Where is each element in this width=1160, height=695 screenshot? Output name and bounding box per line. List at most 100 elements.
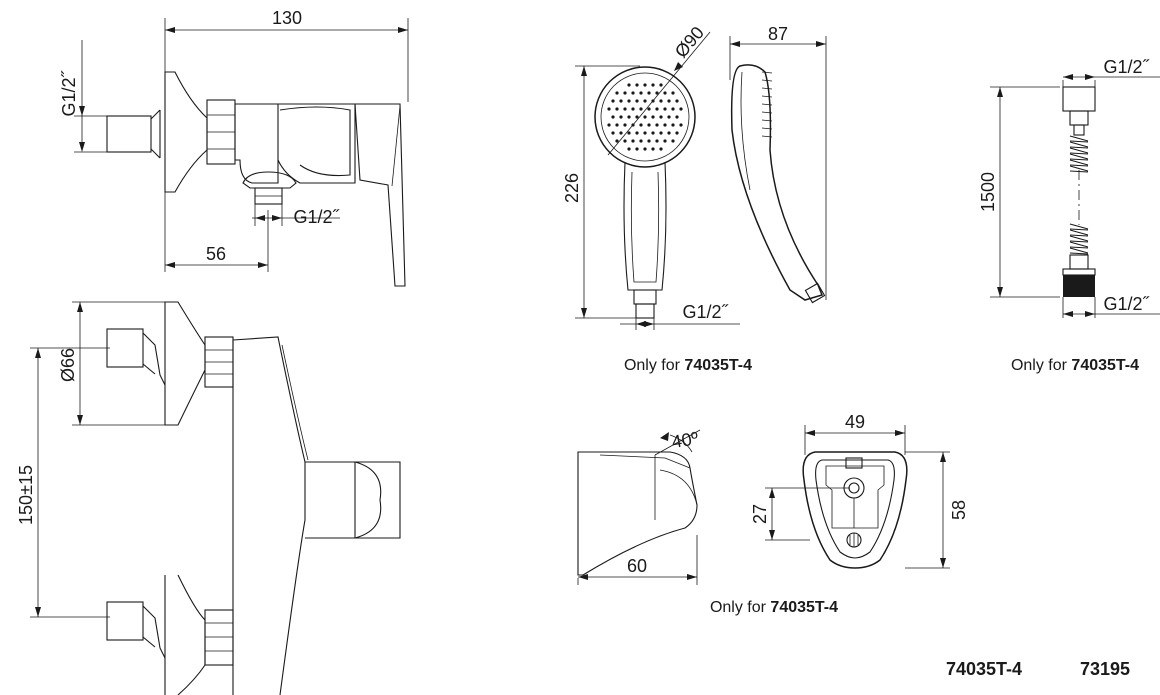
- nozzle-dot: [671, 91, 675, 95]
- wall-bracket-front: 49 58 27: [750, 412, 969, 569]
- model-number-1: 74035T-4: [946, 659, 1022, 679]
- hose-coil: [1069, 159, 1089, 167]
- dim-mixer-inlet-thread: G1/2˝: [59, 70, 79, 116]
- nozzle-dot: [635, 99, 639, 103]
- nozzle-dot: [631, 107, 635, 111]
- side-nozzle-mark: [761, 119, 773, 122]
- dim-flange-diameter: Ø66: [58, 348, 78, 382]
- dim-bracket-hole-offset: 27: [750, 504, 770, 524]
- nozzle-dot: [611, 115, 615, 119]
- nozzle-dot: [631, 139, 635, 143]
- nozzle-dot: [623, 91, 627, 95]
- dim-hose-length: 1500: [978, 172, 998, 212]
- nozzle-dot: [667, 99, 671, 103]
- nozzle-dot: [611, 131, 615, 135]
- nozzle-dot: [643, 99, 647, 103]
- nozzle-dot: [627, 115, 631, 119]
- side-nozzle-mark: [761, 103, 773, 106]
- dim-mixer-outlet-thread: G1/2˝: [293, 207, 339, 227]
- mixer-side-view: 130 G1/2˝: [59, 8, 409, 287]
- nozzle-dot: [651, 131, 655, 135]
- dim-shower-side-width: 87: [768, 24, 788, 44]
- nozzle-dot: [615, 91, 619, 95]
- hand-shower-front: 226 Ø90 G1/2˝: [562, 23, 740, 330]
- mixer-front-view: Ø66 150±15: [16, 301, 401, 695]
- dim-shower-height: 226: [562, 173, 582, 203]
- side-nozzle-mark: [761, 135, 773, 138]
- dim-mixer-width: 130: [272, 8, 302, 28]
- nozzle-dot: [679, 107, 683, 111]
- nozzle-dot: [655, 107, 659, 111]
- nozzle-dot: [623, 123, 627, 127]
- nozzle-dot: [639, 123, 643, 127]
- nozzle-dot: [643, 131, 647, 135]
- wall-holder-side: 40º 60: [577, 428, 700, 585]
- hose-coils-top: [1069, 135, 1089, 173]
- nozzle-dot: [615, 139, 619, 143]
- nozzle-dot: [611, 99, 615, 103]
- hose: 1500 G1/2˝ G1/2˝: [978, 57, 1160, 318]
- dim-bracket-width: 49: [845, 412, 865, 432]
- dim-hose-thread-bottom: G1/2˝: [1103, 294, 1149, 314]
- nozzle-dot: [619, 99, 623, 103]
- nozzle-dot: [623, 107, 627, 111]
- nozzle-dot: [631, 91, 635, 95]
- nozzle-dot: [643, 83, 647, 87]
- hose-coil: [1069, 223, 1089, 231]
- caption-hose: Only for 74035T-4: [1011, 357, 1139, 374]
- nozzle-dot: [635, 131, 639, 135]
- nozzle-dot: [663, 91, 667, 95]
- nozzle-dot: [679, 123, 683, 127]
- nozzle-dot: [675, 115, 679, 119]
- nozzle-dot: [639, 139, 643, 143]
- hose-coil: [1069, 241, 1089, 249]
- shower-nozzles: [607, 83, 683, 151]
- nozzle-dot: [663, 123, 667, 127]
- nozzle-dot: [635, 147, 639, 151]
- nozzle-dot: [639, 107, 643, 111]
- hose-coil: [1069, 153, 1089, 161]
- hose-coil: [1069, 135, 1089, 143]
- nozzle-dot: [675, 131, 679, 135]
- nozzle-dot: [667, 131, 671, 135]
- nozzle-dot: [655, 91, 659, 95]
- nozzle-dot: [655, 139, 659, 143]
- dim-inlet-spacing: 150±15: [16, 465, 36, 525]
- side-nozzle-mark: [761, 79, 773, 82]
- dim-hose-thread-top: G1/2˝: [1103, 57, 1149, 77]
- nozzle-dot: [647, 107, 651, 111]
- nozzle-dot: [607, 107, 611, 111]
- dim-shower-thread: G1/2˝: [682, 302, 728, 322]
- nozzle-dot: [671, 139, 675, 143]
- dim-shower-head-diameter: Ø90: [671, 23, 708, 62]
- nozzle-dot: [667, 115, 671, 119]
- nozzle-dot: [635, 83, 639, 87]
- nozzle-dot: [671, 107, 675, 111]
- nozzle-dot: [663, 107, 667, 111]
- nozzle-dot: [627, 147, 631, 151]
- nozzle-dot: [623, 139, 627, 143]
- side-nozzles: [761, 71, 773, 138]
- nozzle-dot: [635, 115, 639, 119]
- nozzle-dot: [659, 131, 663, 135]
- dim-holder-depth: 60: [627, 556, 647, 576]
- hose-coil: [1069, 229, 1089, 237]
- dim-holder-angle: 40º: [670, 428, 700, 452]
- hand-shower-side: 87: [729, 24, 827, 304]
- nozzle-dot: [671, 123, 675, 127]
- nozzle-dot: [651, 115, 655, 119]
- nozzle-dot: [647, 91, 651, 95]
- hose-coils-bottom: [1069, 223, 1089, 255]
- nozzle-dot: [647, 139, 651, 143]
- nozzle-dot: [655, 123, 659, 127]
- side-nozzle-mark: [761, 71, 773, 74]
- nozzle-dot: [647, 123, 651, 127]
- nozzle-dot: [659, 99, 663, 103]
- nozzle-dot: [675, 99, 679, 103]
- hose-coil: [1069, 141, 1089, 149]
- hose-coil: [1069, 247, 1089, 255]
- nozzle-dot: [639, 91, 643, 95]
- nozzle-dot: [659, 83, 663, 87]
- model-number-2: 73195: [1080, 659, 1130, 679]
